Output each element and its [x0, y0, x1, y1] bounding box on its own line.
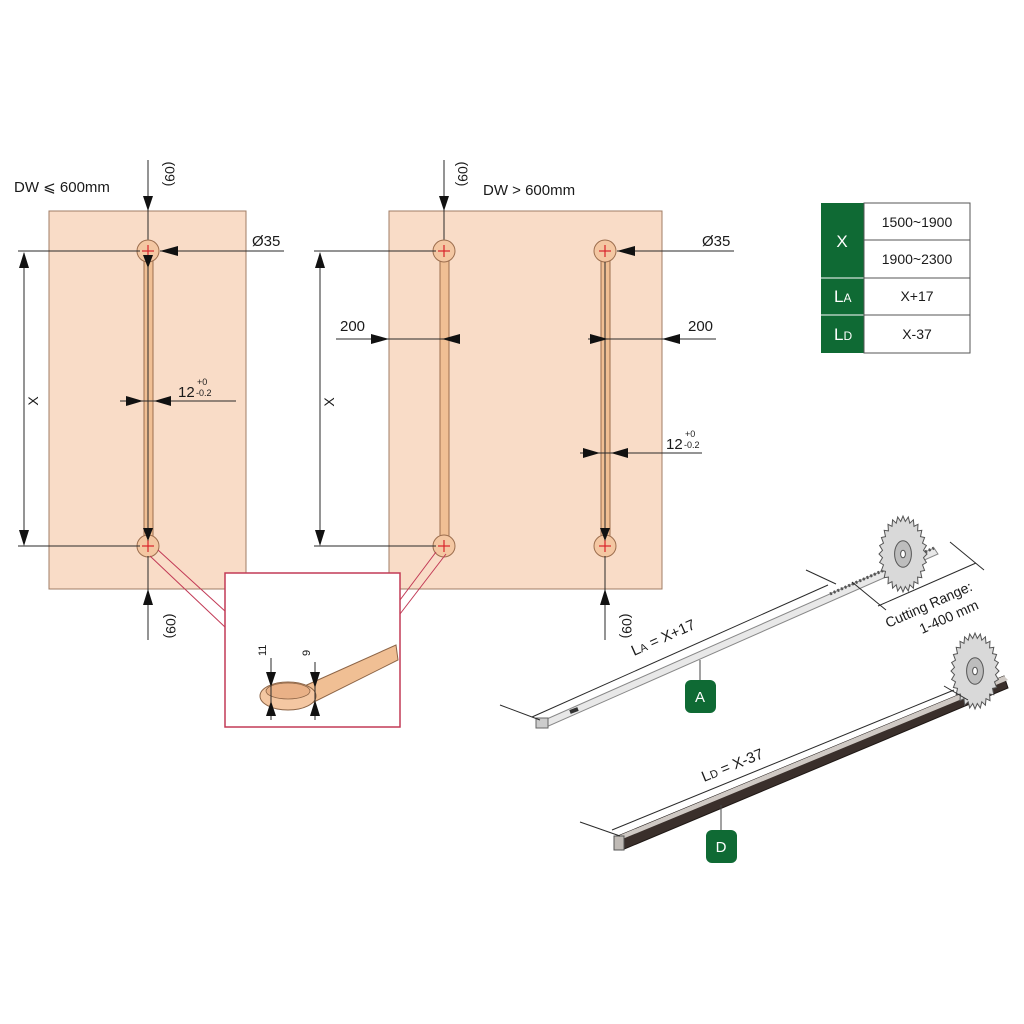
table-x-row-1	[863, 202, 971, 241]
left-top-offset-label: (09)	[162, 162, 178, 187]
saw-blade-arbor	[900, 549, 906, 559]
right-groove-left	[439, 250, 450, 547]
table-la-header-cell	[821, 278, 864, 315]
rod-a-badge-label: A	[695, 689, 705, 706]
saw-blade-a-icon	[878, 514, 928, 594]
right-bottom-offset-label: (09)	[619, 614, 635, 639]
left-top-offset-arrow	[143, 196, 153, 211]
table-ld-header-cell	[821, 315, 864, 353]
right-groove-width: 12	[666, 436, 683, 453]
rod-a: LA = X+17 Cutting Range: 1-400 mm A	[499, 514, 985, 729]
table-la-value: X+17	[900, 288, 933, 304]
right-tol-minus: -0.2	[684, 440, 700, 450]
rod-d-badge	[706, 830, 737, 863]
right-inset-left: 200	[340, 318, 365, 335]
spec-table: X LA LD 1500~1900 1900~2300 X+17 X-37	[821, 202, 971, 354]
left-bottom-offset-label: (09)	[163, 614, 179, 639]
left-panel: DW ⩽ 600mm (09) Ø35 X 12 +0 -0.2	[14, 160, 284, 640]
right-top-offset-label: (09)	[455, 162, 471, 187]
left-groove-width: 12	[178, 384, 195, 401]
saw-blade-d-icon	[950, 631, 1000, 711]
right-tol-plus: +0	[685, 429, 695, 439]
table-ld-value: X-37	[902, 326, 932, 342]
table-x-value-2: 1900~2300	[882, 251, 953, 267]
saw-blade-arbor	[972, 666, 978, 676]
left-diameter-label: Ø35	[252, 233, 280, 250]
table-x-value-1: 1500~1900	[882, 214, 953, 230]
table-x-header-cell	[821, 203, 864, 278]
right-x-label: X	[321, 397, 337, 407]
rod-d: LD = X-37 D	[579, 631, 1009, 863]
detail-dim-a: 11	[257, 645, 269, 656]
rod-a-badge	[685, 680, 716, 713]
right-panel: DW > 600mm (09) Ø35 X	[314, 160, 734, 640]
table-ld-value-cell	[863, 314, 971, 354]
table-ld-header: LD	[834, 325, 852, 344]
left-tol-plus: +0	[197, 377, 207, 387]
table-x-header: X	[836, 232, 847, 251]
right-condition-label: DW > 600mm	[483, 182, 575, 199]
rod-a-length-label: LA = X+17	[629, 616, 698, 659]
left-x-label: X	[25, 396, 41, 406]
table-la-value-cell	[863, 277, 971, 316]
right-board	[388, 210, 663, 590]
table-la-header: LA	[834, 287, 851, 306]
detail-callout: 11 9	[149, 549, 447, 728]
left-condition-label: DW ⩽ 600mm	[14, 179, 110, 196]
right-inset-right: 200	[688, 318, 713, 335]
table-x-row-2	[863, 239, 971, 279]
rod-d-badge-label: D	[716, 839, 727, 856]
left-tol-minus: -0.2	[196, 388, 212, 398]
detail-dim-b: 9	[301, 650, 313, 656]
right-diameter-label: Ø35	[702, 233, 730, 250]
